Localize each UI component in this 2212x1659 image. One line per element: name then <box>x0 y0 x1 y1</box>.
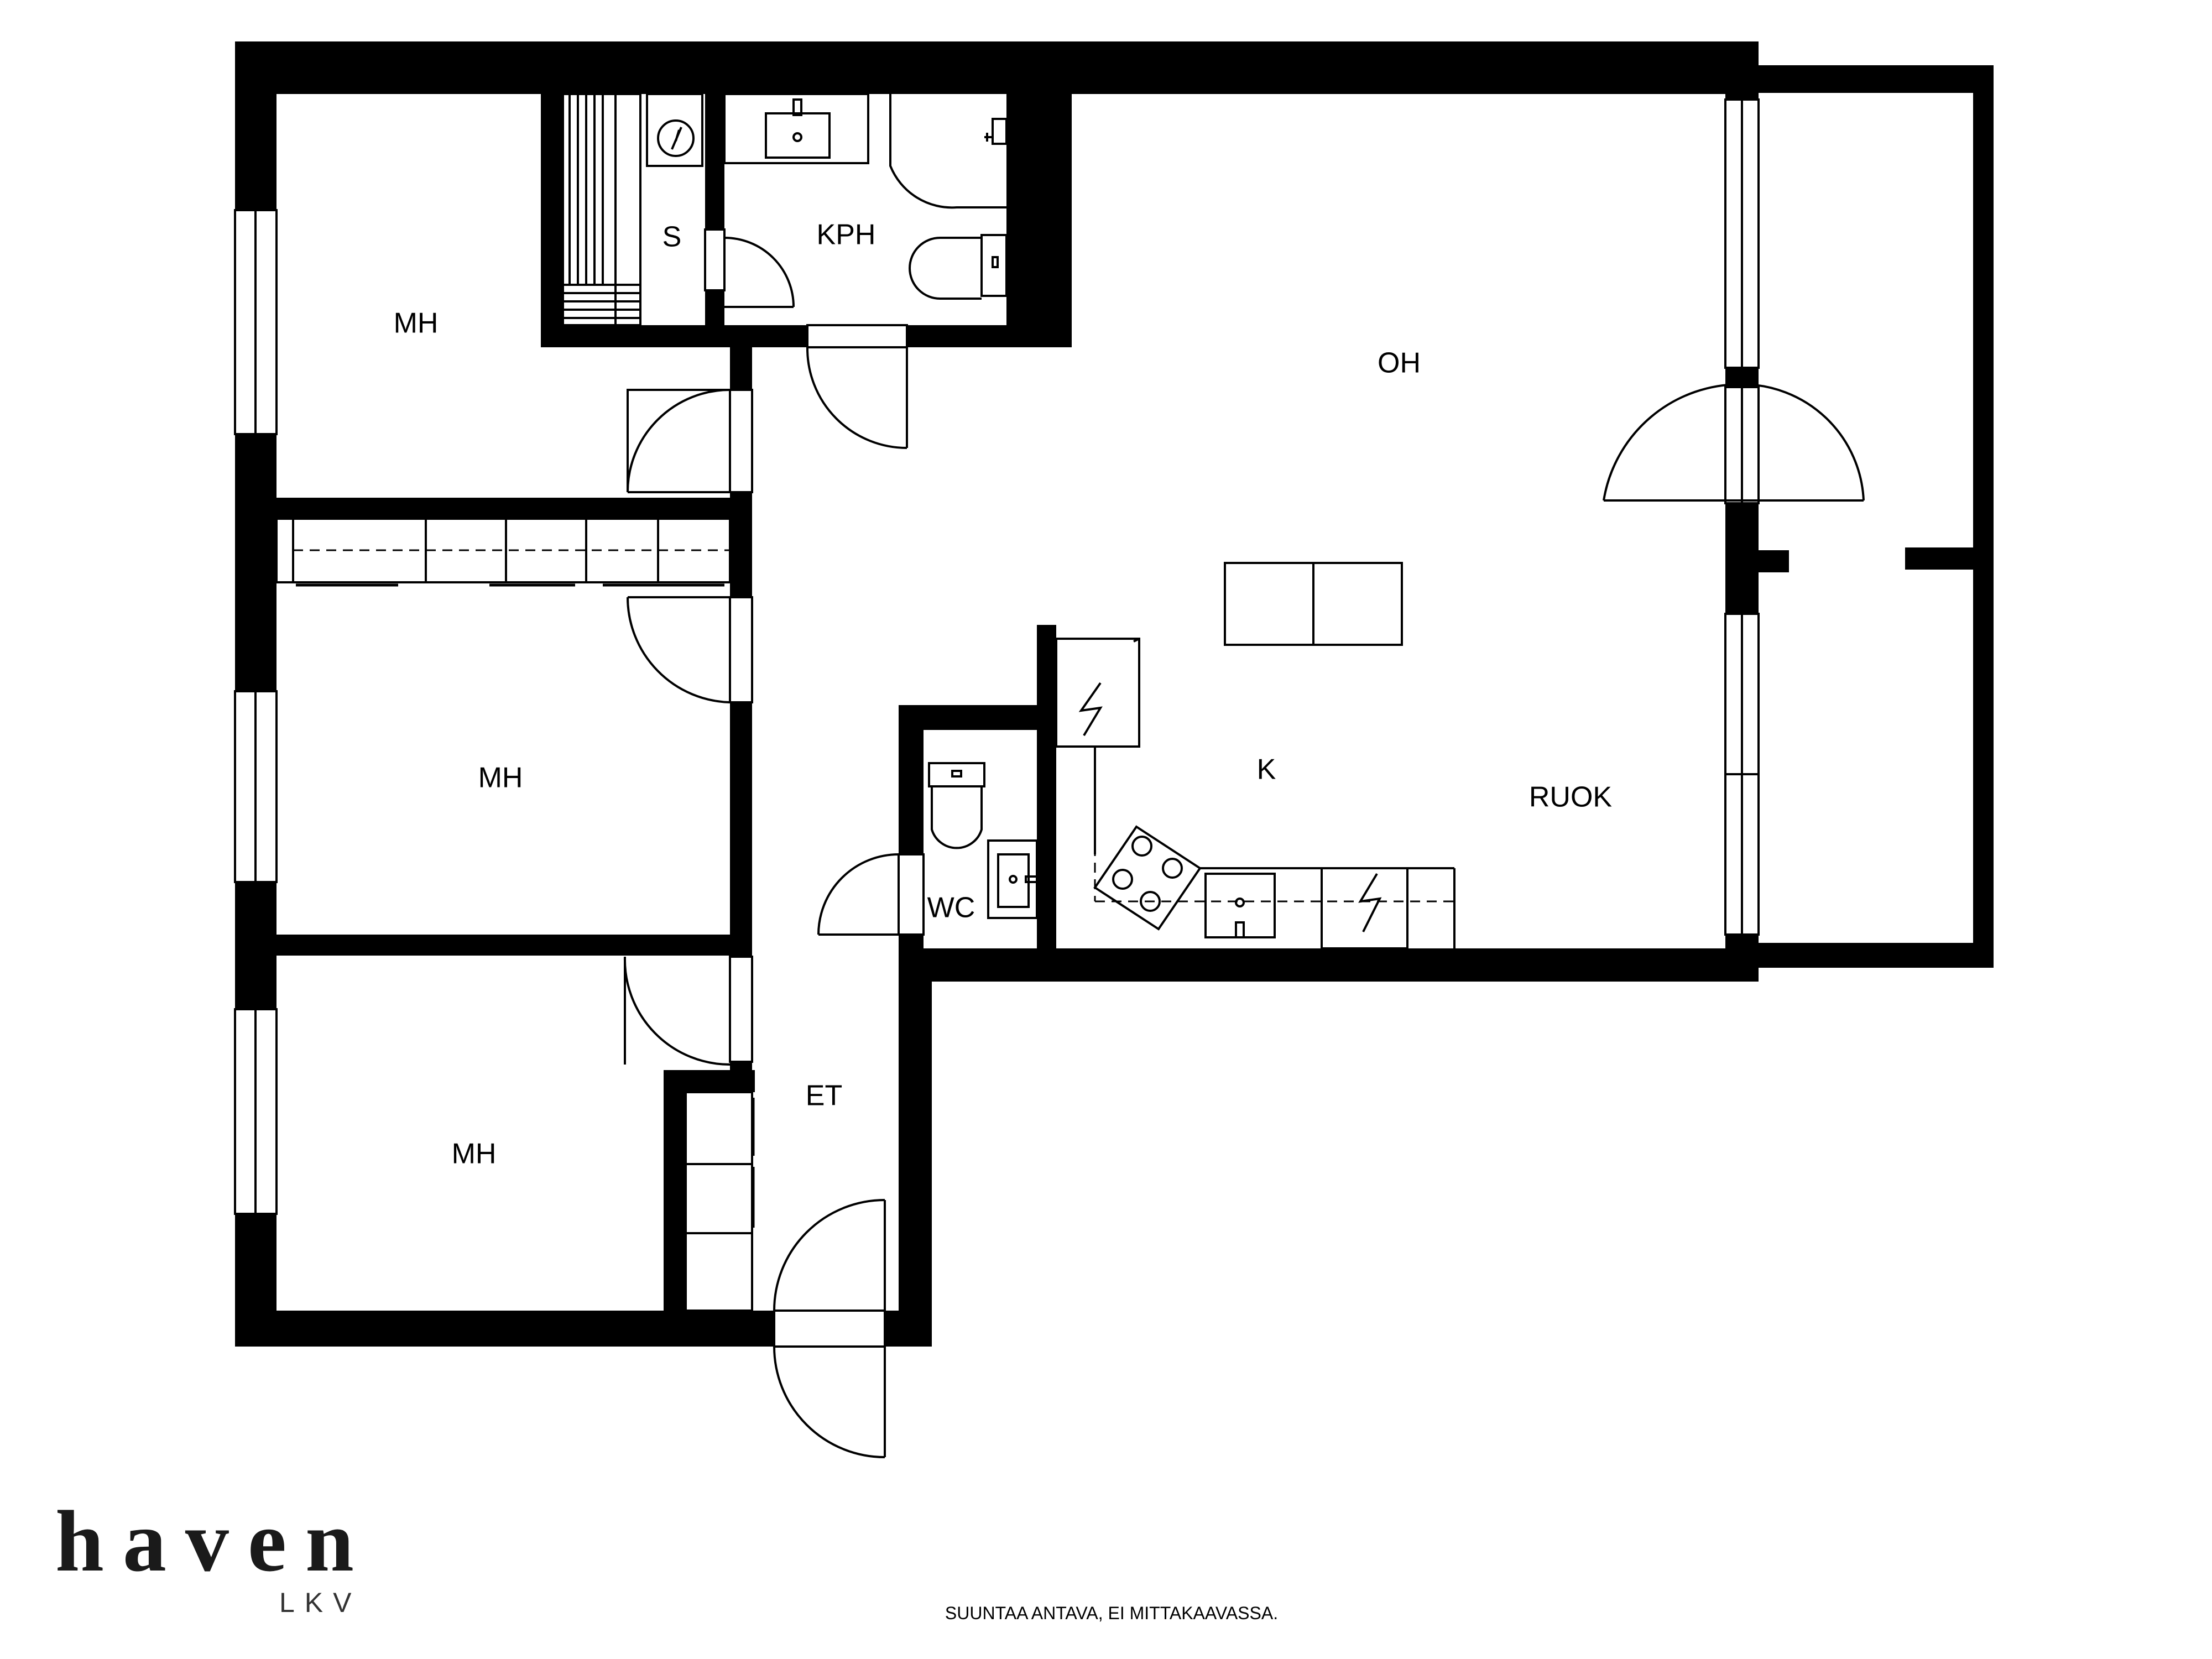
bedroom-wardrobe <box>275 518 731 587</box>
sink-icon <box>1204 873 1276 938</box>
room-label-bedroom: MH <box>478 762 523 794</box>
fridge <box>1055 638 1140 748</box>
toilet-icon <box>928 762 985 849</box>
wall-bedhall-3 <box>730 702 752 957</box>
burner-icon <box>1140 891 1161 912</box>
wall-bedhall-1 <box>730 346 752 390</box>
sauna-bench-upper <box>562 93 617 326</box>
brand-name: haven <box>55 1493 373 1590</box>
wall-closet-top <box>664 1070 755 1092</box>
wall-bottom-kitchen <box>899 948 1759 982</box>
wall-right-bottom <box>1725 935 1759 982</box>
sauna-fixtures <box>562 93 703 326</box>
balcony-top <box>1756 65 1994 93</box>
windows <box>234 93 1975 1215</box>
wc-fixtures <box>928 762 1038 919</box>
disclaimer-text: SUUNTAA ANTAVA, EI MITTAKAAVASSA. <box>945 1603 1278 1623</box>
wall-stub-right <box>1756 550 1789 572</box>
toilet-icon <box>909 234 1008 300</box>
room-label-bedroom: MH <box>394 307 439 340</box>
brand-logo: haven LKV <box>55 1493 373 1618</box>
room-label-living-room: OH <box>1378 347 1421 379</box>
bathroom-fixtures <box>723 93 1008 300</box>
wall-bedhall-2 <box>730 492 752 597</box>
sink-icon <box>765 112 831 159</box>
dishwasher <box>1321 867 1408 950</box>
wall-right-seg2 <box>1725 503 1759 614</box>
wall-sauna-left <box>541 41 563 346</box>
wall-bedroom-1-2 <box>235 498 744 519</box>
burner-icon <box>1131 836 1152 857</box>
kitchen-island <box>1224 562 1403 646</box>
wall-bath-right <box>1006 41 1072 347</box>
wall-hall-right <box>899 971 932 1347</box>
kitchen-counter <box>1055 638 1455 950</box>
wall-sauna-bath-low <box>705 290 724 346</box>
wall-bottom-left <box>235 1311 774 1347</box>
sauna-bench-slats <box>563 94 640 319</box>
wall-wc-left-top <box>899 705 924 854</box>
dishwasher-icon <box>1358 873 1382 932</box>
room-label-bathroom: KPH <box>817 219 876 251</box>
bathroom-vanity <box>723 93 869 164</box>
burner-icon <box>1112 869 1133 890</box>
brand-sub: LKV <box>279 1587 362 1618</box>
balcony-bottom <box>1756 943 1994 968</box>
hall-closet <box>685 1091 755 1312</box>
room-label-hallway: ET <box>806 1080 842 1112</box>
wall-wc-left-bottom <box>899 935 924 982</box>
room-label-kitchen: K <box>1257 754 1276 786</box>
wall-closet-left <box>664 1070 686 1347</box>
sink-icon <box>987 839 1038 919</box>
stove <box>1093 825 1202 931</box>
balcony-right <box>1974 65 1994 968</box>
wall-top <box>235 41 1759 94</box>
sauna-stove <box>646 93 703 167</box>
room-label-sauna: S <box>662 221 682 253</box>
room-label-toilet: WC <box>927 892 975 924</box>
burner-icon <box>1162 858 1183 879</box>
room-labels: MH MH MH S KPH OH K RUOK WC ET <box>394 219 1613 1170</box>
wall-bedroom-2-3 <box>235 935 744 956</box>
wall-wc-right <box>1037 625 1056 982</box>
wall-sauna-bath-top <box>705 41 724 229</box>
wall-right-top <box>1725 41 1759 100</box>
doors <box>623 228 1865 1458</box>
balcony-divider <box>1905 547 1974 570</box>
room-label-dining: RUOK <box>1529 781 1613 813</box>
sauna-stove-icon <box>657 119 695 157</box>
shower-screen <box>889 94 1006 209</box>
room-label-bedroom: MH <box>452 1138 497 1170</box>
shower-icon <box>984 118 1008 145</box>
fridge-icon <box>1078 682 1103 737</box>
